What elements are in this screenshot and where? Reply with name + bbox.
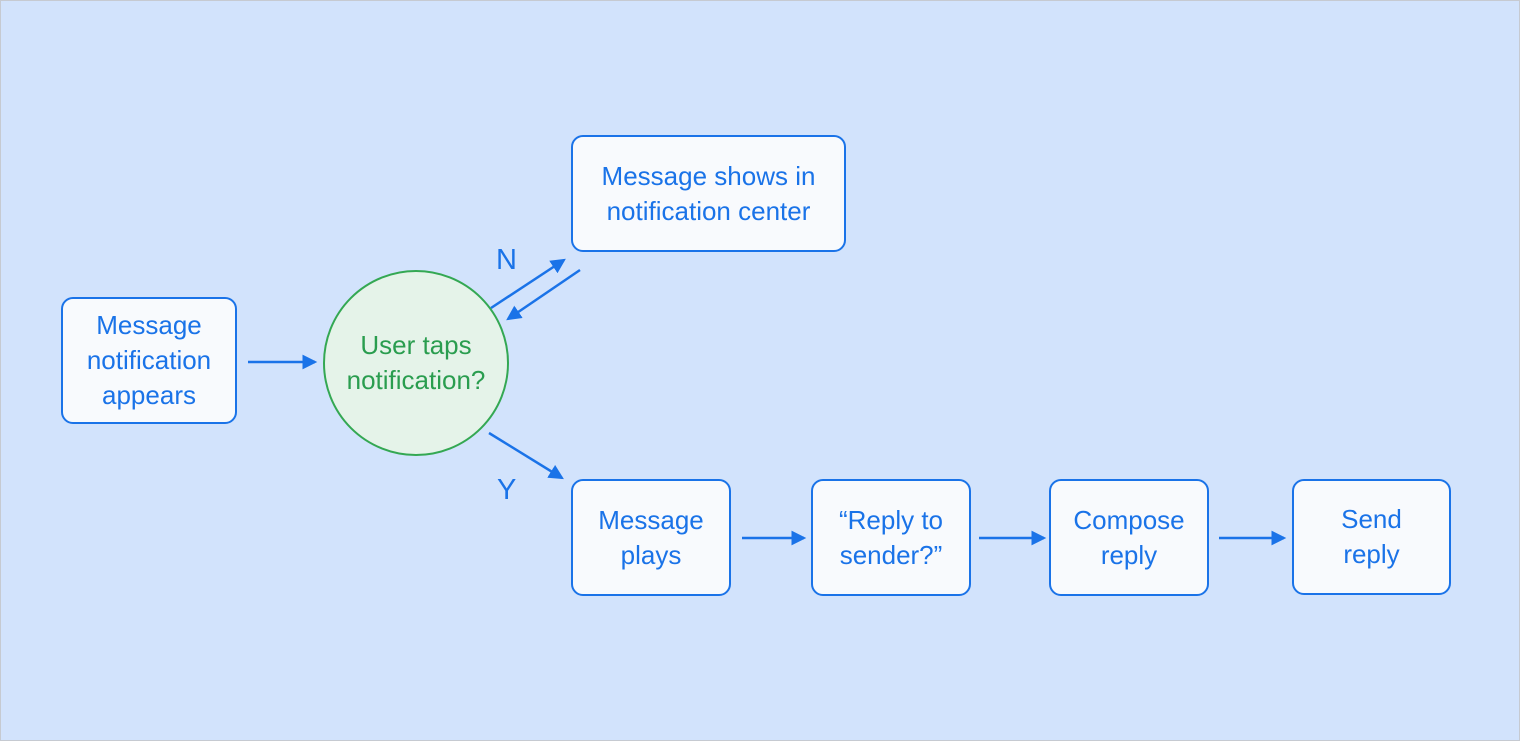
edge-decision-to-message-plays [488, 431, 564, 480]
edge-notification-center-to-decision [506, 268, 581, 321]
node-compose-reply: Compose reply [1049, 479, 1209, 596]
edge-label-no: N [496, 244, 517, 276]
node-message-notification-appears: Message notification appears [61, 297, 237, 424]
node-message-plays-label: Message plays [598, 504, 704, 570]
node-user-taps-notification-decision: User taps notification? [323, 270, 509, 456]
node-compose-reply-label: Compose reply [1073, 504, 1185, 570]
node-reply-to-sender-prompt: “Reply to sender?” [811, 479, 971, 596]
node-message-plays: Message plays [571, 479, 731, 596]
edge-decision-to-notification-center [490, 258, 566, 310]
node-reply-to-sender-prompt-label: “Reply to sender?” [838, 504, 944, 570]
node-send-reply: Send reply [1292, 479, 1451, 595]
node-message-shows-in-notification-center: Message shows in notification center [571, 135, 846, 252]
node-message-shows-in-notification-center-label: Message shows in notification center [601, 160, 816, 226]
node-message-notification-appears-label: Message notification appears [86, 310, 212, 410]
edge-label-yes: Y [497, 474, 517, 506]
node-send-reply-label: Send reply [1341, 504, 1402, 569]
node-user-taps-notification-label: User taps notification? [346, 330, 486, 395]
